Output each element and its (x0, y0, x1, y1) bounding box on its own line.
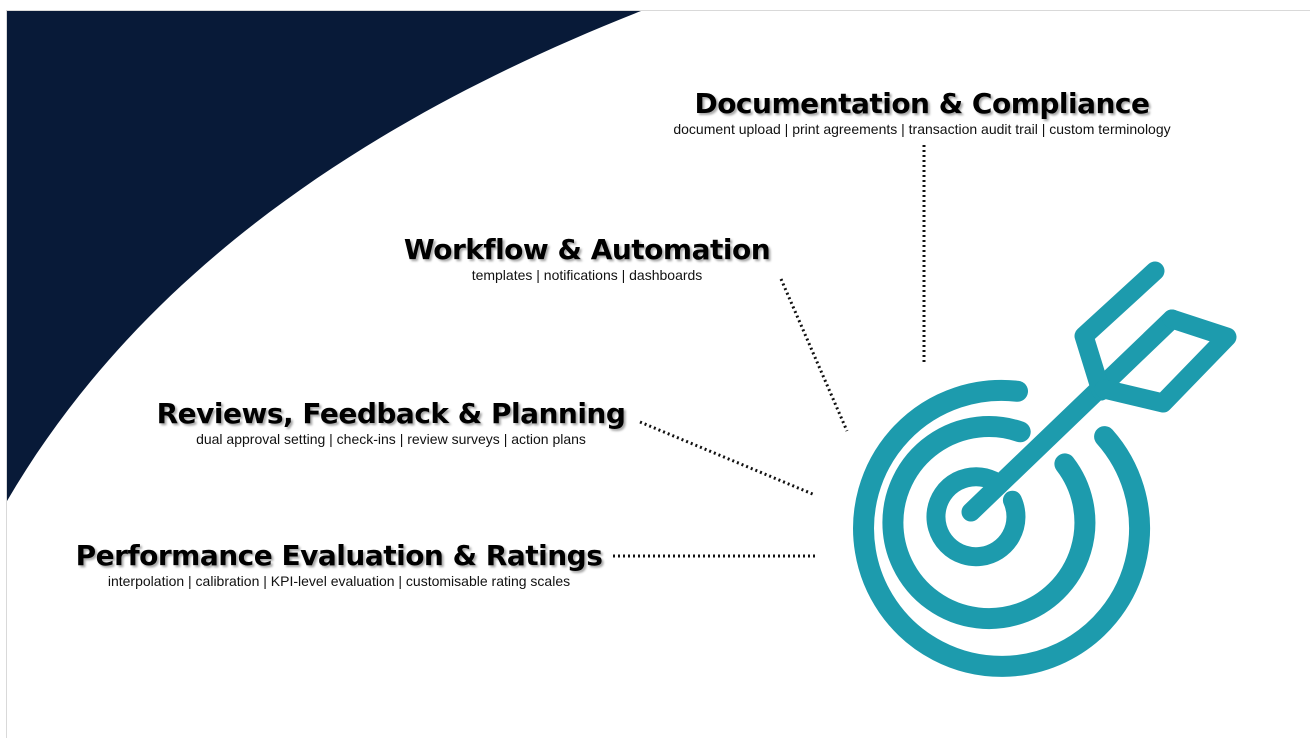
feature-performance-title: Performance Evaluation & Ratings (75, 539, 603, 572)
slide: Documentation & Compliance document uplo… (6, 10, 1310, 738)
connector-workflow (779, 278, 849, 432)
slide-graphics (7, 11, 1237, 677)
navy-corner-shape (7, 11, 641, 501)
feature-reviews-title: Reviews, Feedback & Planning (156, 397, 626, 430)
feature-performance: Performance Evaluation & Ratings interpo… (59, 539, 619, 589)
feature-documentation-title: Documentation & Compliance (694, 87, 1150, 120)
feature-workflow-items: templates | notifications | dashboards (471, 267, 703, 283)
target-with-arrow-icon (853, 261, 1237, 677)
feature-reviews-items: dual approval setting | check-ins | revi… (196, 431, 586, 447)
feature-performance-items: interpolation | calibration | KPI-level … (107, 573, 571, 589)
feature-documentation: Documentation & Compliance document uplo… (617, 87, 1227, 137)
target-outer-ring (853, 379, 1150, 677)
target-middle-ring (882, 416, 1096, 629)
arrow-fletching-left (1074, 261, 1165, 401)
feature-reviews: Reviews, Feedback & Planning dual approv… (137, 397, 645, 447)
arrow-shaft-icon (961, 309, 1182, 522)
connector-reviews (639, 420, 816, 497)
feature-workflow-title: Workflow & Automation (403, 233, 771, 266)
target-inner-ring (926, 467, 1026, 567)
feature-workflow: Workflow & Automation templates | notifi… (392, 233, 782, 283)
arrow-fletching-right (1094, 309, 1237, 413)
feature-documentation-items: document upload | print agreements | tra… (673, 121, 1171, 137)
